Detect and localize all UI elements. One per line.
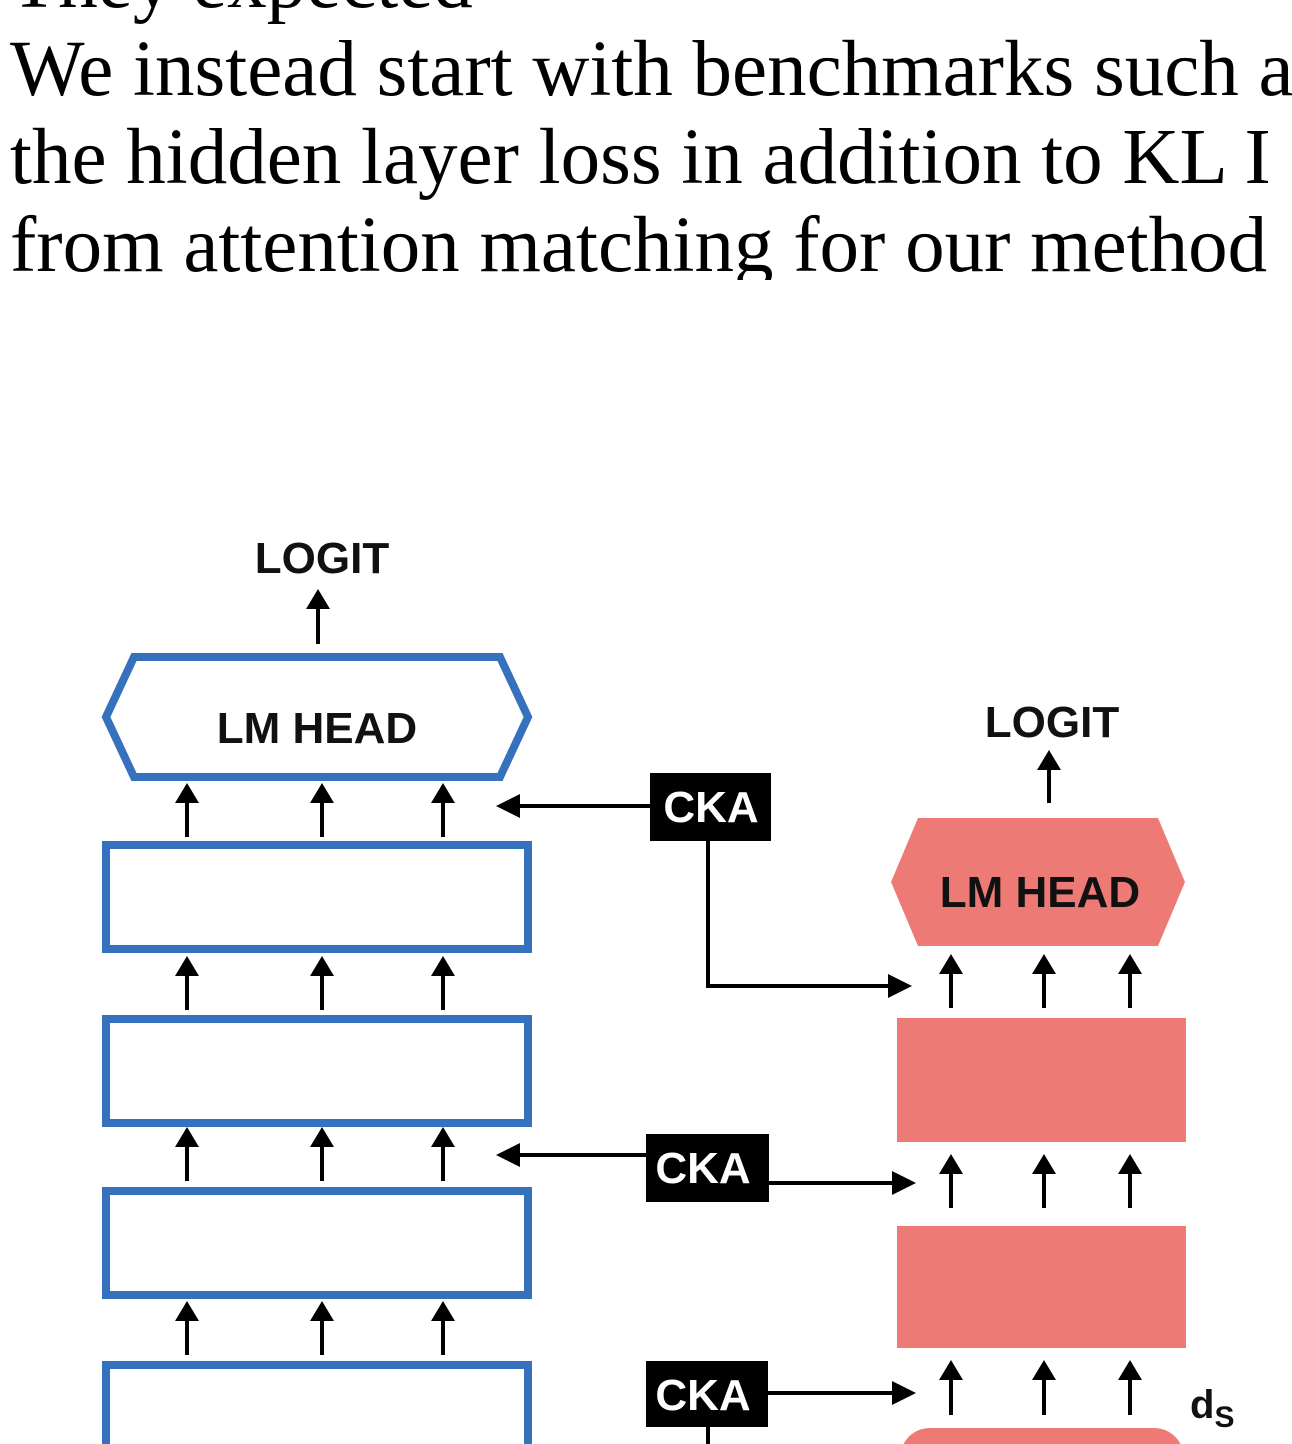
teacher-arrows-row-1	[175, 783, 455, 837]
teacher-layer-4	[102, 1361, 532, 1444]
teacher-lm-head	[101, 653, 533, 781]
teacher-layer-1	[102, 841, 532, 953]
paper-text: They expected We instead start with benc…	[10, 0, 1292, 280]
teacher-logit-label: LOGIT	[255, 534, 390, 583]
cka-connector-2	[496, 1143, 916, 1195]
student-layer-3	[903, 1428, 1181, 1444]
student-lm-head-label: LM HEAD	[940, 868, 1140, 917]
student-lm-head	[891, 818, 1185, 946]
text-line-2: the hidden layer loss in addition to KL …	[10, 114, 1271, 201]
student-arrows-row-3	[939, 1360, 1142, 1415]
teacher-layer-3	[102, 1187, 532, 1299]
teacher-lm-head-label: LM HEAD	[217, 704, 417, 753]
cka-label-3: CKA	[655, 1371, 750, 1420]
cka-label-2: CKA	[655, 1144, 750, 1193]
cka-connector-1	[496, 794, 912, 998]
cka-box-2	[646, 1134, 769, 1202]
cka-connector-3	[706, 1381, 916, 1444]
teacher-arrows-row-3	[175, 1127, 455, 1181]
student-layer-1	[897, 1018, 1186, 1142]
cka-label-1: CKA	[663, 783, 758, 832]
student-logit-label: LOGIT	[985, 698, 1120, 747]
student-arrows-row-2	[939, 1154, 1142, 1208]
cka-box-3	[646, 1361, 768, 1427]
text-line-1: We instead start with benchmarks such a	[10, 26, 1292, 113]
teacher-arrows-row-4	[175, 1301, 455, 1355]
student-arrows-row-1	[939, 954, 1142, 1008]
cka-box-1	[650, 773, 771, 841]
student-dim-label: dS	[1190, 1383, 1234, 1434]
text-line-3: from attention matching for our method	[10, 202, 1268, 280]
text-line-0: They expected	[10, 0, 1292, 26]
student-layer-2	[897, 1226, 1186, 1348]
teacher-layer-2	[102, 1015, 532, 1127]
teacher-arrows-row-2	[175, 956, 455, 1010]
